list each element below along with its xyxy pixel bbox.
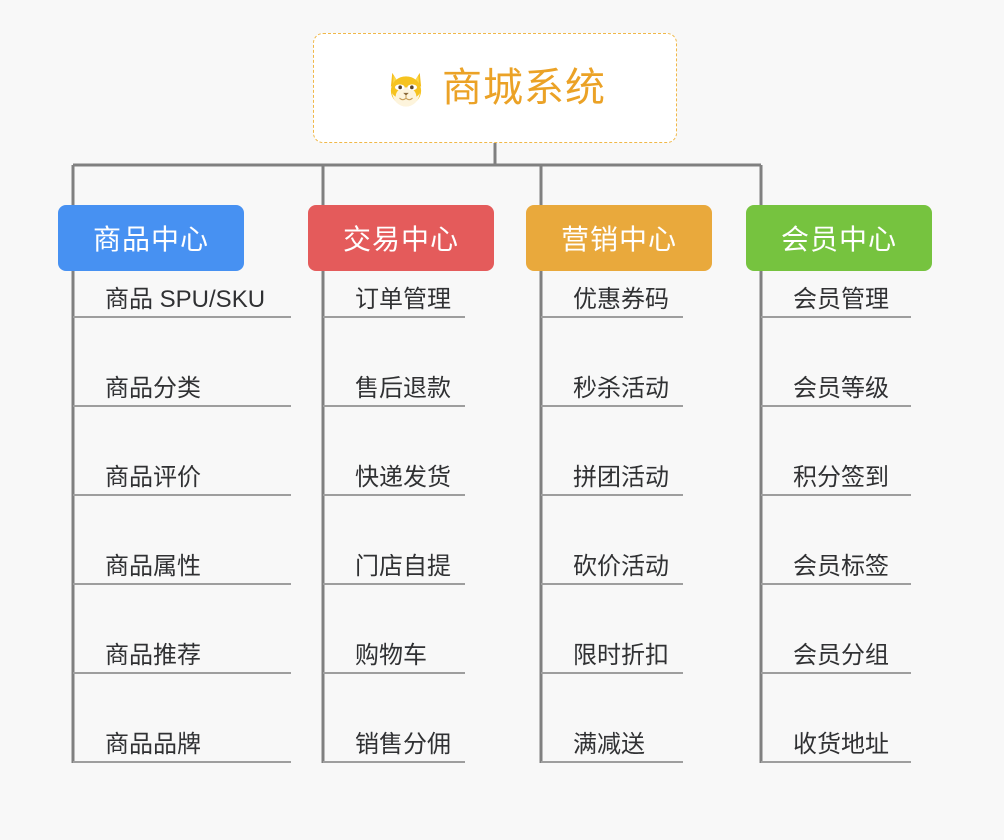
leaf-item[interactable]: 商品分类 bbox=[73, 373, 291, 407]
leaf-item[interactable]: 会员标签 bbox=[761, 551, 911, 585]
category-box-4[interactable]: 会员中心 bbox=[746, 205, 932, 271]
leaf-item-label: 会员等级 bbox=[793, 374, 889, 402]
leaf-item-label: 商品品牌 bbox=[105, 730, 201, 758]
category-box-1[interactable]: 商品中心 bbox=[58, 205, 244, 271]
leaf-item[interactable]: 售后退款 bbox=[323, 373, 465, 407]
leaf-item[interactable]: 订单管理 bbox=[323, 284, 465, 318]
leaf-item[interactable]: 秒杀活动 bbox=[541, 373, 683, 407]
leaf-item-label: 砍价活动 bbox=[573, 552, 669, 580]
leaf-item[interactable]: 商品品牌 bbox=[73, 729, 291, 763]
root-node[interactable]: 商城系统 bbox=[313, 33, 677, 143]
leaf-item-label: 收货地址 bbox=[793, 730, 889, 758]
leaf-item[interactable]: 优惠券码 bbox=[541, 284, 683, 318]
leaf-item-label: 优惠券码 bbox=[573, 285, 669, 313]
leaf-item[interactable]: 砍价活动 bbox=[541, 551, 683, 585]
leaf-item[interactable]: 快递发货 bbox=[323, 462, 465, 496]
leaf-item[interactable]: 收货地址 bbox=[761, 729, 911, 763]
leaf-item[interactable]: 会员分组 bbox=[761, 640, 911, 674]
leaf-item-label: 售后退款 bbox=[355, 374, 451, 402]
leaf-item-label: 会员分组 bbox=[793, 641, 889, 669]
leaf-item-label: 商品分类 bbox=[105, 374, 201, 402]
leaf-item-label: 会员管理 bbox=[793, 285, 889, 313]
leaf-item[interactable]: 商品推荐 bbox=[73, 640, 291, 674]
leaf-item-label: 拼团活动 bbox=[573, 463, 669, 491]
leaf-item-label: 快递发货 bbox=[355, 463, 451, 491]
category-label: 营销中心 bbox=[560, 224, 677, 255]
leaf-item[interactable]: 积分签到 bbox=[761, 462, 911, 496]
leaf-item-label: 会员标签 bbox=[793, 552, 889, 580]
leaf-item-label: 积分签到 bbox=[793, 463, 889, 491]
leaf-item-label: 购物车 bbox=[355, 641, 427, 669]
root-title: 商城系统 bbox=[442, 66, 606, 110]
leaf-item-label: 商品评价 bbox=[105, 463, 201, 491]
leaf-item-label: 订单管理 bbox=[355, 285, 451, 313]
leaf-item-label: 秒杀活动 bbox=[573, 374, 669, 402]
leaf-item-label: 门店自提 bbox=[355, 552, 451, 580]
leaf-item[interactable]: 限时折扣 bbox=[541, 640, 683, 674]
leaf-item-label: 商品 SPU/SKU bbox=[105, 285, 266, 313]
leaf-item[interactable]: 满减送 bbox=[541, 729, 683, 763]
leaf-item[interactable]: 会员管理 bbox=[761, 284, 911, 318]
shiba-dog-icon bbox=[390, 72, 422, 107]
leaf-item-label: 商品属性 bbox=[105, 552, 201, 580]
leaf-item[interactable]: 销售分佣 bbox=[323, 729, 465, 763]
leaf-item[interactable]: 拼团活动 bbox=[541, 462, 683, 496]
leaf-item-label: 销售分佣 bbox=[355, 730, 451, 758]
category-label: 交易中心 bbox=[342, 224, 459, 255]
leaf-item[interactable]: 商品评价 bbox=[73, 462, 291, 496]
leaf-item[interactable]: 会员等级 bbox=[761, 373, 911, 407]
leaf-item-label: 限时折扣 bbox=[573, 641, 669, 669]
leaf-item[interactable]: 门店自提 bbox=[323, 551, 465, 585]
leaf-item-label: 满减送 bbox=[573, 730, 645, 758]
category-box-2[interactable]: 交易中心 bbox=[308, 205, 494, 271]
leaf-item-label: 商品推荐 bbox=[105, 641, 201, 669]
category-box-3[interactable]: 营销中心 bbox=[526, 205, 712, 271]
leaf-item[interactable]: 商品属性 bbox=[73, 551, 291, 585]
leaf-item[interactable]: 购物车 bbox=[323, 640, 465, 674]
leaf-item[interactable]: 商品 SPU/SKU bbox=[73, 284, 291, 318]
category-label: 会员中心 bbox=[780, 224, 897, 255]
category-label: 商品中心 bbox=[92, 224, 209, 255]
